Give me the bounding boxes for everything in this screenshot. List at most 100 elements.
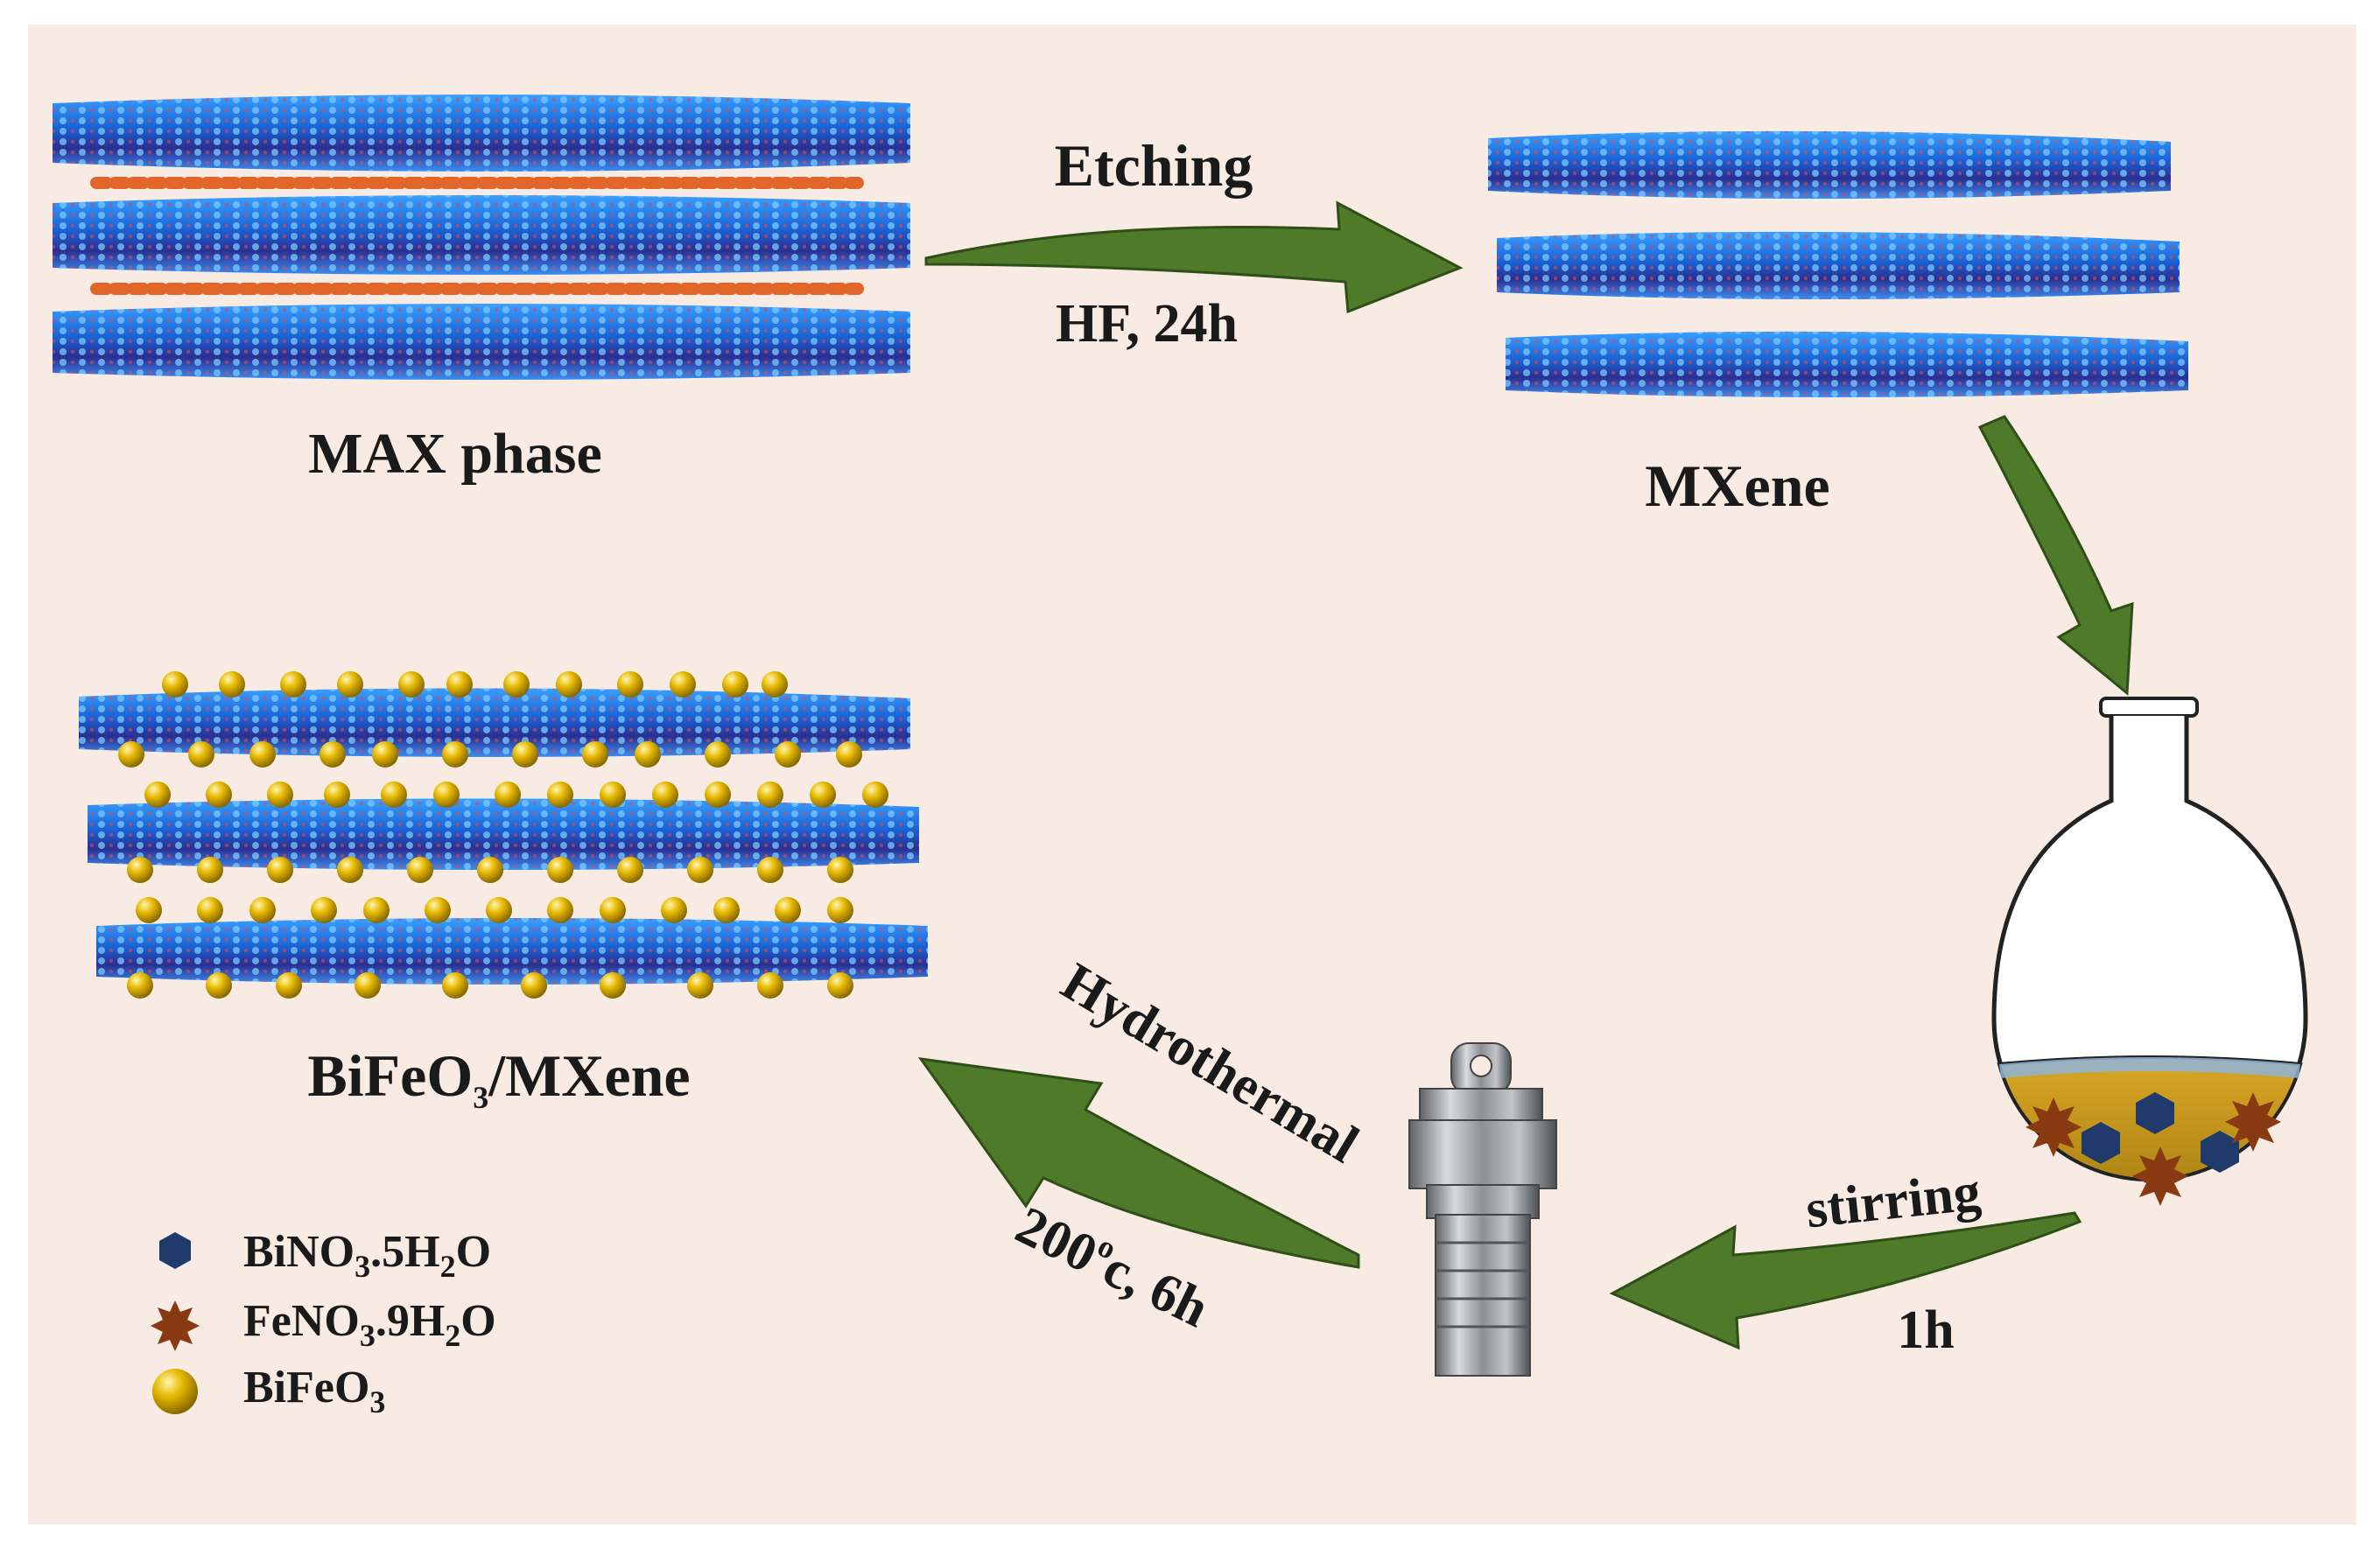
bifeo3-particle: [827, 897, 853, 923]
bifeo3-particle: [600, 972, 626, 999]
composite-label: BiFeO3/MXene: [307, 1042, 690, 1115]
flask-icon: [1991, 697, 2308, 1206]
mxene-layer: [1506, 331, 2188, 397]
etching-arrow: [924, 200, 1464, 314]
bifeo3-particle: [687, 972, 713, 999]
bi-nitrate-particle: [2136, 1092, 2174, 1134]
bi-nitrate-particle: [2201, 1131, 2239, 1173]
composite-layer: [96, 918, 928, 985]
bifeo3-particle: [372, 741, 398, 767]
bifeo3-particle: [144, 782, 171, 808]
bifeo3-particle: [556, 671, 582, 697]
bifeo3-particle: [600, 897, 626, 923]
bifeo3-particle: [219, 671, 245, 697]
fe-nitrate-particle: [2132, 1146, 2188, 1206]
bifeo3-particle: [337, 671, 363, 697]
max-phase-label: MAX phase: [308, 422, 602, 486]
star-icon: [151, 1300, 200, 1351]
stirring-arrow: [1609, 1211, 2082, 1350]
composite-layer: [79, 688, 910, 757]
bifeo3-particle: [267, 782, 293, 808]
hydrothermal-arrow: [917, 1057, 1360, 1269]
bifeo3-particle: [775, 741, 801, 767]
bifeo3-particle: [810, 782, 836, 808]
bifeo3-particle: [547, 857, 573, 883]
bifeo3-particle: [705, 782, 731, 808]
bifeo3-particle: [206, 972, 232, 999]
bifeo3-particle: [757, 782, 783, 808]
hexagon-icon: [159, 1232, 191, 1269]
bifeo3-particle: [381, 782, 407, 808]
mxene-label: MXene: [1645, 452, 1829, 519]
bifeo3-particle: [762, 671, 788, 697]
bifeo3-particle: [582, 741, 608, 767]
max-layer: [53, 195, 910, 275]
bifeo3-particle: [127, 972, 153, 999]
composite-layer: [88, 798, 919, 870]
etching-condition-label: HF, 24h: [1056, 294, 1238, 354]
bifeo3-particle: [280, 671, 306, 697]
bifeo3-particle: [249, 897, 276, 923]
mxene-structure: [1488, 130, 2188, 397]
bifeo3-particle: [687, 857, 713, 883]
bifeo3-particle: [617, 857, 643, 883]
bifeo3-particle: [363, 897, 390, 923]
bifeo3-particle: [757, 857, 783, 883]
bifeo3-particle: [836, 741, 862, 767]
mxene-layer: [1497, 231, 2180, 299]
bifeo3-particle: [337, 857, 363, 883]
legend-item-bifeo3: BiFeO3: [152, 1363, 385, 1419]
bifeo3-particle: [827, 972, 853, 999]
max-layer: [53, 304, 910, 380]
bifeo3-particle: [127, 857, 153, 883]
bifeo3-particle: [442, 972, 468, 999]
bifeo3-particle: [324, 782, 350, 808]
bifeo3-particle: [600, 782, 626, 808]
bifeo3-particle: [136, 897, 162, 923]
bifeo3-particle: [705, 741, 731, 767]
max-phase-structure: [53, 95, 910, 380]
bifeo3-particle: [162, 671, 188, 697]
stirring-time-label: 1h: [1897, 1300, 1954, 1360]
max-layer: [53, 95, 910, 172]
down-arrow: [1977, 415, 2134, 697]
bifeo3-particle: [495, 782, 521, 808]
bifeo3-particle: [486, 897, 512, 923]
bifeo3-particle: [407, 857, 433, 883]
bifeo3-particle: [862, 782, 888, 808]
bifeo3-particle: [118, 741, 144, 767]
bifeo3-particle: [503, 671, 530, 697]
bifeo3-particle: [670, 671, 696, 697]
bifeo3-particle: [267, 857, 293, 883]
autoclave-icon: [1408, 1042, 1557, 1377]
bifeo3-particle: [757, 972, 783, 999]
fe-nitrate-particle: [2025, 1097, 2082, 1157]
legend-item-fe-nitrate: FeNO3.9H2O: [151, 1296, 496, 1353]
bifeo3-particle: [547, 782, 573, 808]
bifeo3-particle: [311, 897, 337, 923]
bifeo3-particle: [827, 857, 853, 883]
bifeo3-particle: [635, 741, 661, 767]
bifeo3-particle: [197, 857, 223, 883]
bifeo3-particle: [446, 671, 473, 697]
bifeo3-particle: [398, 671, 425, 697]
bifeo3-particle: [775, 897, 801, 923]
bifeo3-particle: [661, 897, 687, 923]
bifeo3-particle: [512, 741, 538, 767]
bifeo3-particle: [442, 741, 468, 767]
legend-item-bi-nitrate: BiNO3.5H2O: [159, 1227, 491, 1284]
bifeo3-particle: [617, 671, 643, 697]
bifeo3-particle: [477, 857, 503, 883]
bifeo3-particle: [188, 741, 214, 767]
bifeo3-particle: [722, 671, 748, 697]
bifeo3-particles: [118, 671, 888, 999]
bifeo3-particle: [425, 897, 451, 923]
legend-label: FeNO3.9H2O: [243, 1296, 496, 1353]
bifeo3-particle: [197, 897, 223, 923]
bi-nitrate-particle: [2082, 1122, 2120, 1164]
mxene-layer: [1488, 130, 2171, 199]
bifeo3-particle: [206, 782, 232, 808]
fe-nitrate-particle: [2225, 1092, 2281, 1152]
etching-label: Etching: [1055, 132, 1253, 199]
bifeo3-particle: [713, 897, 740, 923]
